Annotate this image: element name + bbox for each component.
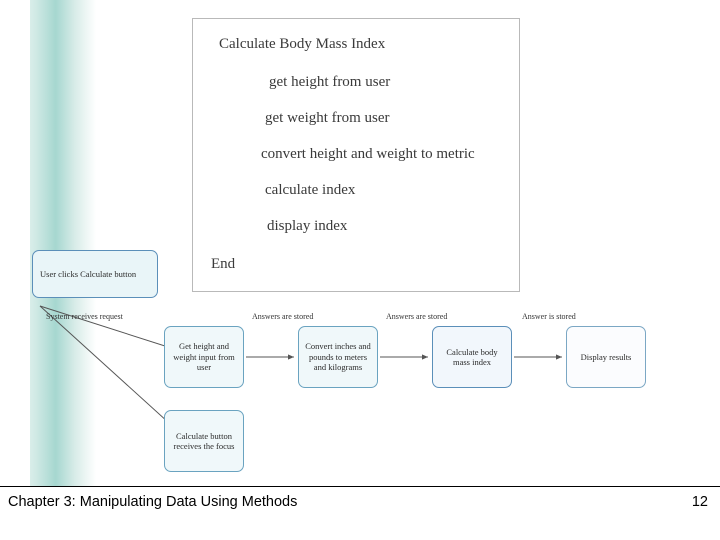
flow-label-answer-stored: Answer is stored <box>522 312 576 321</box>
decorative-band-inner <box>0 0 30 486</box>
footer-title: Chapter 3: Manipulating Data Using Metho… <box>8 494 298 510</box>
flow-box-display: Display results <box>566 326 646 388</box>
flow-box-focus: Calculate button receives the focus <box>164 410 244 472</box>
pseudocode-step-2: get weight from user <box>265 110 390 126</box>
footer-page-number: 12 <box>691 494 708 510</box>
flow-diagram: User clicks Calculate button Get height … <box>30 250 686 486</box>
flow-box-convert: Convert inches and pounds to meters and … <box>298 326 378 388</box>
pseudocode-title: Calculate Body Mass Index <box>219 36 386 52</box>
flow-box-get-input: Get height and weight input from user <box>164 326 244 388</box>
pseudocode-end: End <box>211 256 236 272</box>
footer-divider <box>0 486 720 487</box>
pseudocode-panel: Calculate Body Mass Index get height fro… <box>192 18 520 292</box>
flow-box-user-clicks: User clicks Calculate button <box>32 250 158 298</box>
pseudocode-step-1: get height from user <box>269 74 391 90</box>
decorative-gradient-band <box>0 0 96 486</box>
flow-box-calculate: Calculate body mass index <box>432 326 512 388</box>
pseudocode-step-4: calculate index <box>265 182 356 198</box>
flow-label-system-receives: System receives request <box>46 312 123 321</box>
pseudocode-step-5: display index <box>267 218 348 234</box>
flow-label-answers-stored-1: Answers are stored <box>252 312 314 321</box>
flow-label-answers-stored-2: Answers are stored <box>386 312 448 321</box>
pseudocode-step-3: convert height and weight to metric <box>261 146 475 162</box>
